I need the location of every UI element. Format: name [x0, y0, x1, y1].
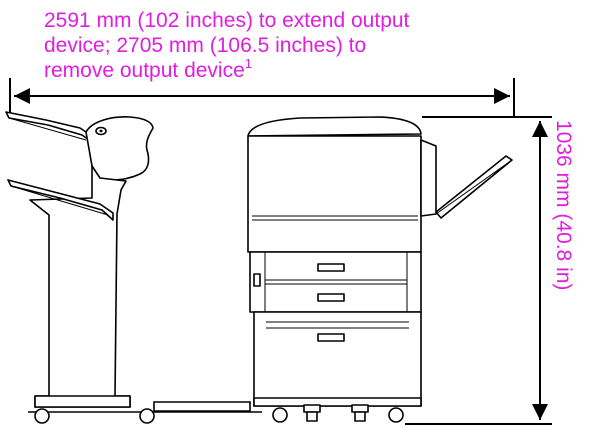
tray-4-handle — [317, 333, 345, 342]
width-label-line-1: 2591 mm (102 inches) to extend output — [44, 9, 410, 32]
output-device-wheel-right — [139, 408, 155, 424]
footnote-marker: 1 — [244, 56, 253, 71]
printer-side-tray — [420, 139, 437, 217]
printer — [247, 116, 513, 423]
printer-top-cover — [247, 116, 422, 137]
output-device-upper-tray — [5, 111, 93, 143]
printer-foot-left — [303, 404, 321, 422]
output-device-base — [34, 395, 131, 408]
printer-base — [253, 397, 422, 407]
output-device-lower-tray — [7, 179, 114, 221]
printer-side-latch — [253, 273, 261, 287]
printer-wheel-right — [388, 407, 404, 423]
height-dimension — [405, 116, 552, 425]
width-dimension-label: 2591 mm (102 inches) to extend output de… — [44, 8, 564, 83]
printer-foot-right — [351, 404, 369, 422]
output-device-head — [85, 116, 154, 181]
tray-3-handle — [317, 293, 345, 302]
output-device — [5, 111, 155, 424]
width-label-line-2: device; 2705 mm (106.5 inches) to — [44, 34, 367, 57]
output-device-wheel-left — [34, 408, 50, 424]
height-dimension-label: 1036 mm (40.8 in) — [552, 120, 575, 291]
connecting-bar — [153, 401, 251, 412]
width-label-line-3-text: remove output device — [44, 59, 245, 82]
printer-lower-tray — [253, 311, 422, 407]
printer-wheel-left — [272, 407, 288, 423]
tray-2-handle — [317, 263, 345, 272]
width-label-line-3: remove output device1 — [44, 56, 564, 83]
width-dimension — [9, 78, 515, 118]
printer-tray-section — [249, 251, 422, 313]
printer-upper-body — [247, 135, 422, 253]
